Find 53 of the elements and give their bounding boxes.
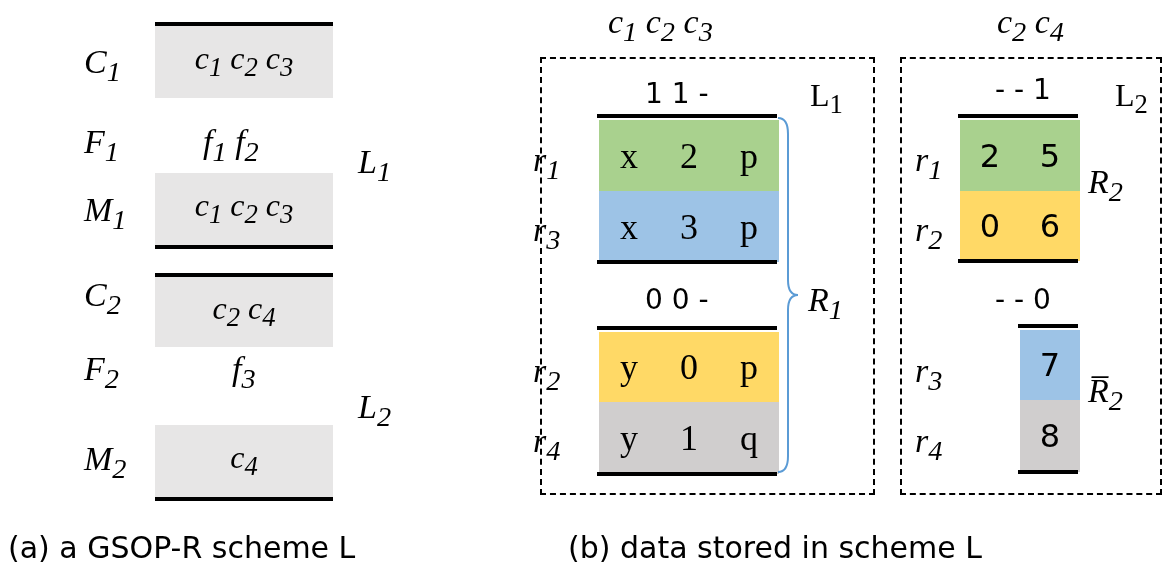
variable-label: C$_{2}$	[84, 278, 121, 320]
column-band: c$_{1}$ c$_{2}$ c$_{3}$	[155, 173, 333, 245]
cell-value: 2	[680, 137, 698, 174]
cell-value: p	[740, 137, 758, 174]
row-label: r$_{1}$	[915, 143, 943, 185]
row-label: r$_{3}$	[915, 354, 943, 396]
level-label: L$_{2}$	[358, 390, 392, 432]
row-label: r$_{2}$	[915, 213, 943, 255]
cell-value: 8	[1039, 420, 1061, 452]
column-band: c$_{4}$	[155, 425, 333, 497]
cell-value: x	[620, 208, 638, 245]
group-key: 1 1 -	[645, 80, 709, 108]
cell-value: p	[740, 349, 758, 385]
cell-value: 3	[680, 208, 698, 245]
caption: (b) data stored in scheme L	[568, 533, 982, 563]
group-label: R̅$_{2}$	[1088, 374, 1123, 416]
group-key: - - 1	[995, 76, 1051, 104]
row-label: r$_{2}$	[533, 354, 561, 396]
cell-value: 5	[1039, 139, 1061, 172]
group-label: R$_{1}$	[808, 283, 843, 325]
variable-label: F$_{2}$	[84, 352, 119, 394]
row-label: r$_{1}$	[533, 143, 561, 185]
level-label: L$_{1}$	[358, 145, 392, 187]
cell-value: p	[740, 208, 758, 245]
row-label: r$_{3}$	[533, 213, 561, 255]
column-band: c$_{1}$ c$_{2}$ c$_{3}$	[155, 26, 333, 98]
row-label: r$_{4}$	[915, 424, 943, 466]
cell-value: y	[620, 349, 638, 385]
cell-value: q	[740, 420, 758, 456]
cell-value: 0	[979, 210, 1001, 242]
column-band: c$_{2}$ c$_{4}$	[155, 277, 333, 347]
column-header: c$_{1}$ c$_{2}$ c$_{3}$	[608, 5, 713, 47]
cell-value: 7	[1039, 349, 1061, 381]
group-label: R$_{2}$	[1088, 165, 1123, 207]
function-label: f$_{1}$ f$_{2}$	[203, 125, 259, 167]
variable-label: F$_{1}$	[84, 125, 119, 167]
cell-value: 6	[1039, 210, 1061, 242]
column-header: c$_{2}$ c$_{4}$	[997, 5, 1065, 47]
caption: (a) a GSOP-R scheme L	[8, 533, 356, 563]
cell-value: y	[620, 420, 638, 456]
function-label: f$_{3}$	[232, 352, 256, 394]
cell-value: 2	[979, 139, 1001, 172]
variable-label: M$_{1}$	[84, 193, 127, 235]
panel-label: L$_{1}$	[810, 79, 843, 119]
group-key: 0 0 -	[645, 286, 709, 314]
cell-value: 1	[680, 420, 698, 456]
panel-label: L$_{2}$	[1115, 79, 1148, 119]
row-label: r$_{4}$	[533, 424, 561, 466]
cell-value: x	[620, 137, 638, 174]
group-key: - - 0	[995, 286, 1051, 314]
cell-value: 0	[680, 349, 698, 385]
variable-label: C$_{1}$	[84, 45, 121, 87]
variable-label: M$_{2}$	[84, 442, 127, 484]
